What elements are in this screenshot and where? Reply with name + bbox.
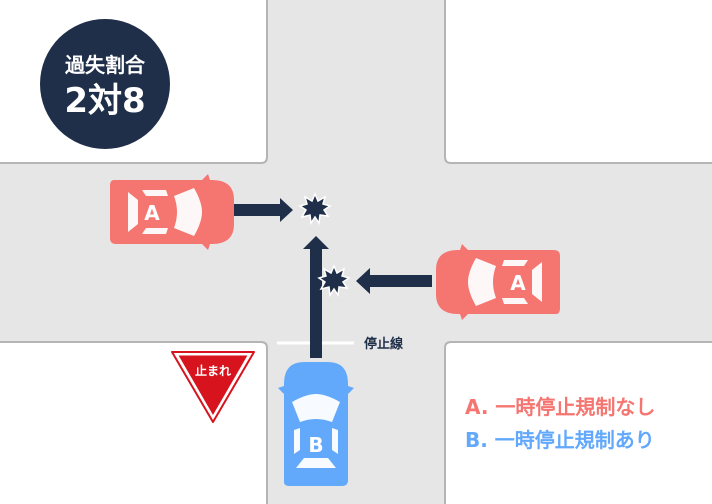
car-a-left: A bbox=[110, 174, 234, 250]
arrow-right bbox=[234, 198, 293, 222]
car-a-right: A bbox=[436, 244, 560, 320]
arrow-up bbox=[303, 236, 329, 358]
car-label: A bbox=[144, 201, 160, 225]
block-top-right bbox=[444, 0, 712, 164]
arrows bbox=[234, 198, 432, 358]
stop-sign-label: 止まれ bbox=[195, 363, 231, 378]
stop-sign: 止まれ bbox=[171, 351, 255, 423]
fault-ratio-badge: 過失割合 2対8 bbox=[40, 19, 170, 149]
legend-a: A. 一時停止規制なし bbox=[465, 395, 655, 419]
car-label: B bbox=[308, 433, 323, 457]
arrow-left bbox=[356, 268, 432, 294]
badge-ratio: 2対8 bbox=[64, 81, 145, 121]
block-bottom-right bbox=[444, 341, 712, 504]
car-b: B bbox=[278, 362, 354, 486]
stop-line-label: 停止線 bbox=[364, 336, 404, 352]
legend-b: B. 一時停止規制あり bbox=[465, 428, 655, 452]
car-label: A bbox=[510, 271, 526, 295]
badge-title: 過失割合 bbox=[65, 53, 146, 77]
